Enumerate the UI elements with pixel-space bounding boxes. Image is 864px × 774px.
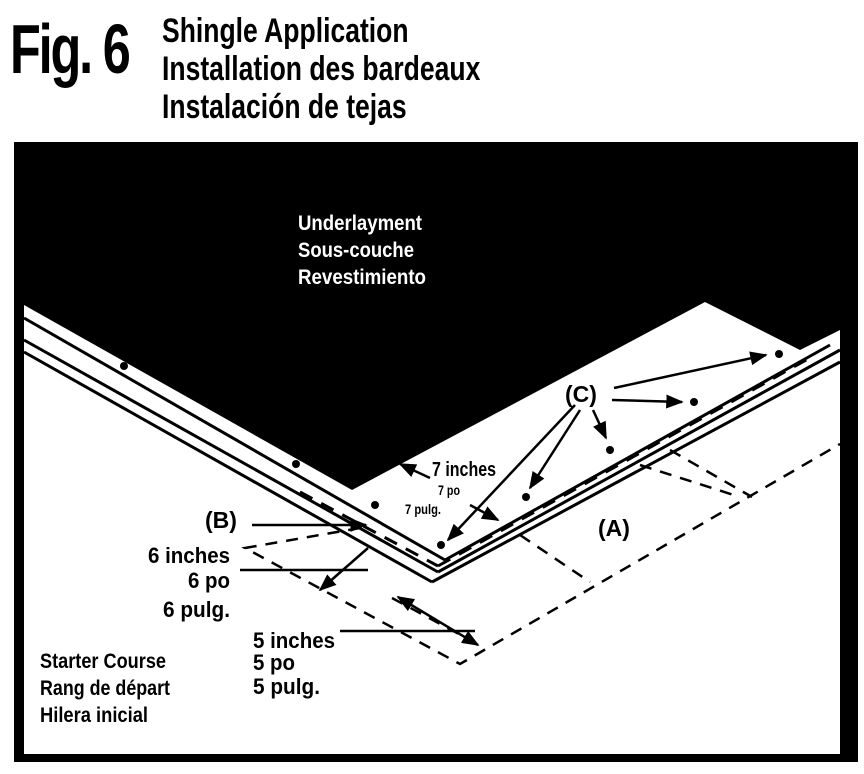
dim-6-es: 6 pulg. [163,597,230,622]
dim-7-fr: 7 po [438,482,460,498]
title-french: Installation des bardeaux [162,50,481,88]
starter-fr: Rang de départ [40,677,170,700]
callout-labels: (C) (A) (B) [205,381,630,541]
callout-b: (B) [205,507,237,533]
callout-a: (A) [598,515,630,541]
dim-6-en: 6 inches [148,543,230,568]
nail-dots [120,350,783,549]
dashed-centerline [299,353,816,568]
figure-number: Fig. 6 [10,10,131,88]
dimension-5-label: 5 inches 5 po 5 pulg. [253,628,335,699]
right-valley-lines [431,343,841,584]
starter-es: Hilera inicial [40,704,148,727]
callout-c: (C) [565,381,597,407]
underlayment-en: Underlayment [298,212,422,235]
underlayment-label: Underlayment Sous-couche Revestimiento [298,212,426,289]
underlayment-es: Revestimiento [298,266,426,289]
underlayment-area [24,150,840,490]
dim-6-fr: 6 po [188,568,230,593]
starter-en: Starter Course [40,650,166,673]
dim-7-en: 7 inches [432,459,496,481]
starter-course-label: Starter Course Rang de départ Hilera ini… [40,650,170,727]
dimension-7-label: 7 inches 7 po 7 pulg. [405,459,496,517]
dim-5-fr: 5 po [253,650,295,675]
left-valley-lines [23,316,446,584]
title-english: Shingle Application [162,12,409,50]
underlayment-fr: Sous-couche [298,239,414,262]
title-spanish: Instalación de tejas [162,88,407,126]
figure-titles: Shingle Application Installation des bar… [162,12,570,126]
dim-7-es: 7 pulg. [405,501,441,517]
dim-5-es: 5 pulg. [253,674,320,699]
leader-lines [240,351,768,647]
dimension-6-label: 6 inches 6 po 6 pulg. [148,543,230,622]
dim-5-en: 5 inches [253,628,335,653]
